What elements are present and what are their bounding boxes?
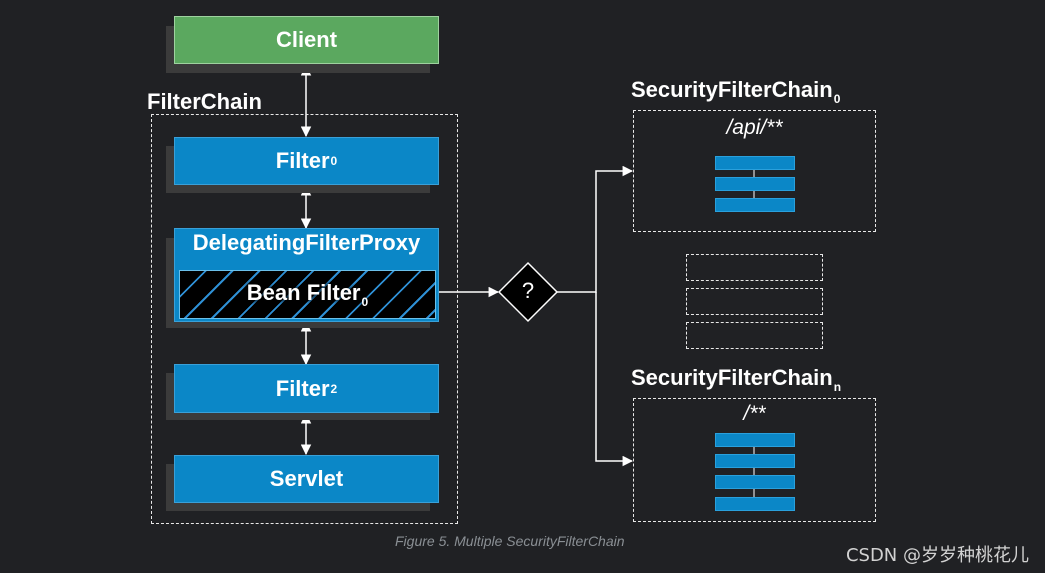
chainn-title: SecurityFilterChainn — [631, 365, 841, 394]
proxy-label: DelegatingFilterProxy — [192, 230, 421, 255]
chainn-sub: n — [833, 380, 842, 394]
decision-label: ? — [521, 278, 535, 303]
decision-diamond — [497, 261, 559, 323]
chainn-filter-4 — [715, 497, 795, 511]
bean-filter-name: Bean Filter — [246, 280, 361, 305]
filter2-name: Filter — [275, 375, 330, 401]
watermark: CSDN @岁岁种桃花儿 — [845, 545, 1029, 566]
bean-filter-sub: 0 — [361, 295, 369, 309]
chain-placeholder-2 — [686, 288, 823, 315]
arrow-decision-chain0 — [557, 165, 634, 293]
chain0-sub: 0 — [833, 92, 841, 106]
chain0-filter-2 — [715, 177, 795, 191]
chain0-container — [633, 110, 876, 232]
client-box: Client — [174, 16, 439, 64]
filterchain-label: FilterChain — [147, 89, 262, 114]
chainn-path: /** — [743, 402, 766, 425]
servlet-box: Servlet — [174, 455, 439, 503]
chainn-name: SecurityFilterChain — [631, 365, 833, 390]
client-label: Client — [275, 27, 338, 52]
chainn-filter-1 — [715, 433, 795, 447]
bean-filter-box: Bean Filter0 — [179, 270, 436, 319]
figure-caption: Figure 5. Multiple SecurityFilterChain — [395, 533, 625, 549]
proxy-box: DelegatingFilterProxy Bean Filter0 — [174, 228, 439, 322]
chain0-path: /api/** — [726, 116, 783, 139]
chainn-filter-3 — [715, 475, 795, 489]
chain-placeholder-1 — [686, 254, 823, 281]
chain0-name: SecurityFilterChain — [631, 77, 833, 102]
chainn-container — [633, 398, 876, 522]
filter0-sub: 0 — [330, 154, 338, 168]
arrow-decision-chainn — [595, 292, 634, 467]
chain-placeholder-3 — [686, 322, 823, 349]
filter0-name: Filter — [275, 148, 330, 173]
chain0-filter-3 — [715, 198, 795, 212]
chain0-filter-1 — [715, 156, 795, 170]
filter2-sub: 2 — [330, 381, 338, 396]
chainn-filter-2 — [715, 454, 795, 468]
servlet-label: Servlet — [269, 466, 344, 491]
filterchain-container — [151, 114, 458, 524]
chain0-title: SecurityFilterChain0 — [631, 77, 840, 106]
